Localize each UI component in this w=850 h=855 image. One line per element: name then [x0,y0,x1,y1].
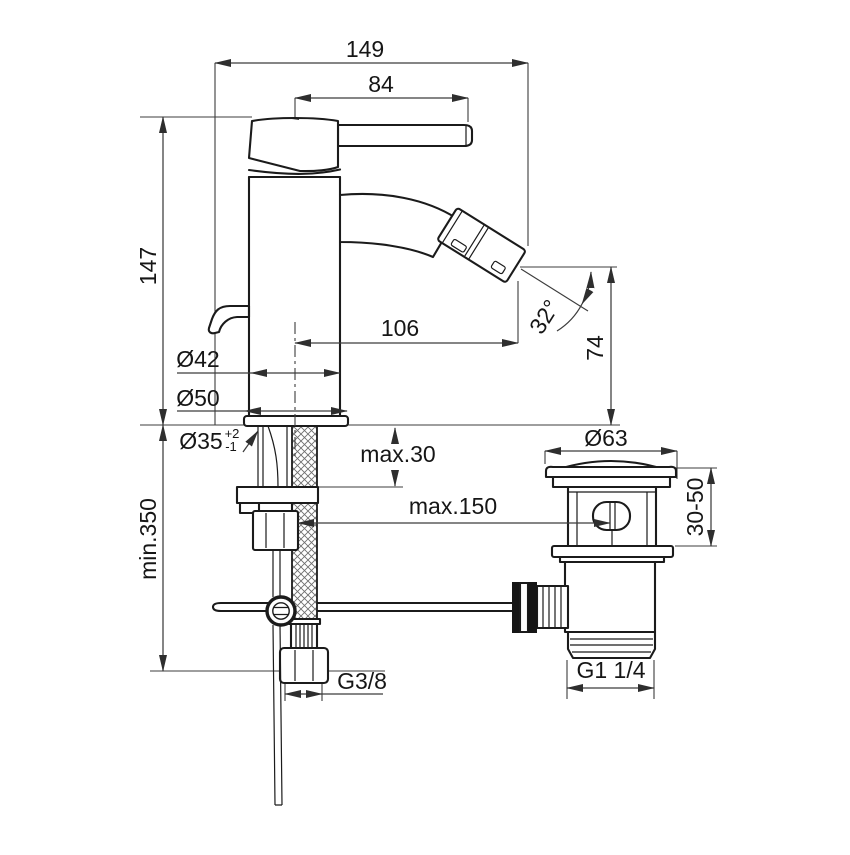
cartridge-collar [247,168,342,179]
label-rod-max-reach: max.150 [409,493,497,519]
label-waste-cap-diameter: Ø63 [584,425,627,451]
dimension-lines [158,58,716,699]
label-body-diameter: Ø42 [176,346,219,372]
pop-up-waste-assembly [512,460,678,660]
handle-cap [247,116,340,173]
under-deck-assembly [211,425,513,806]
lever-handle [336,123,474,148]
waste-side-connector [512,581,570,634]
pop-up-rod-vertical [272,550,283,806]
fixing-nut [251,501,300,552]
supply-nut-g38 [278,646,330,685]
label-base-diameter: Ø50 [176,385,219,411]
bidet-mixer [207,116,526,428]
label-handle-length: 84 [368,71,394,97]
label-hose-min-length: min.350 [135,498,161,580]
waste-lower-body [563,560,657,660]
waste-bottom-thread [566,630,657,660]
dimension-labels: 149 84 147 min.350 106 Ø42 Ø50 Ø35 +2 -1… [135,36,708,694]
faucet-body [247,175,342,418]
label-hole-tol-plus: +2 [225,426,240,441]
label-hole-diameter: Ø35 [179,428,222,454]
label-spout-reach: 106 [381,315,419,341]
faucet-spout [338,192,526,283]
waste-cap [544,460,678,489]
base-plate [242,414,350,428]
pop-up-knob [207,304,251,335]
label-waste-thread: G1 1/4 [576,657,645,683]
mounting-shank [257,425,288,488]
waste-lower-flange [550,544,675,564]
spout-aerator [437,207,526,283]
label-spout-outlet-height: 74 [582,335,608,361]
label-waste-height-range: 30-50 [682,478,708,537]
waste-pull-rod-horizontal [211,601,513,613]
label-depth-total: 149 [346,36,384,62]
label-supply-thread: G3/8 [337,668,387,694]
label-height-above-deck: 147 [135,247,161,285]
rod-coupling-ring [265,595,297,627]
label-hole-tol-minus: -1 [225,439,237,454]
label-spout-angle: 32° [524,295,564,338]
hose-corrugation [289,622,319,650]
label-deck-max-thickness: max.30 [360,441,435,467]
